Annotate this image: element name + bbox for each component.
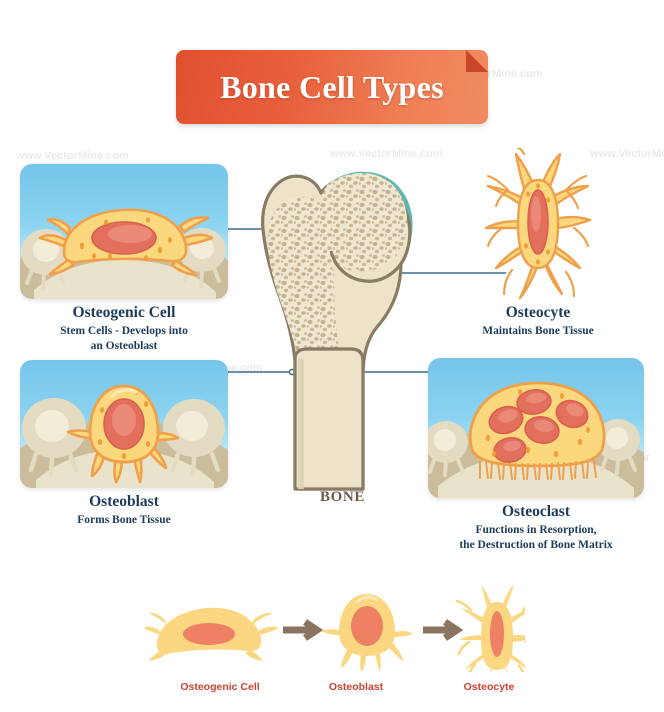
bone-ground-light <box>34 260 216 299</box>
osteocyte-illustration <box>484 148 592 300</box>
bone-shaft <box>293 347 365 491</box>
caption-subtitle-line: an Osteoblast <box>90 339 158 352</box>
flow-arrow <box>423 619 464 641</box>
flow-cell-osteogenic <box>145 607 279 661</box>
caption-subtitle: Functions in Resorption, the Destruction… <box>418 523 654 552</box>
flow-label-osteogenic-cell: Osteogenic Cell <box>180 681 260 693</box>
cytoplasm-granules <box>79 217 172 261</box>
title-banner: Bone Cell Types <box>176 50 488 124</box>
panel-osteoblast[interactable] <box>20 360 228 488</box>
femur-bone-illustration <box>261 171 413 491</box>
nuclei-group <box>488 389 589 463</box>
caption-title: Osteocyte <box>505 304 571 321</box>
neighbour-cells <box>428 419 640 477</box>
dendrite <box>518 258 540 300</box>
caption-subtitle-line: Maintains Bone Tissue <box>482 324 594 337</box>
page-title: Bone Cell Types <box>220 68 444 105</box>
bone-ground-light <box>36 450 214 488</box>
neighbour-cells <box>22 398 225 477</box>
caption-subtitle-line: Functions in Resorption, <box>475 523 597 536</box>
caption-subtitle: Forms Bone Tissue <box>20 513 228 528</box>
flow-cell-osteocyte <box>455 584 525 672</box>
flow-label-osteoblast: Osteoblast <box>328 681 384 693</box>
bone-label: BONE <box>320 489 365 505</box>
cell-highlight <box>110 388 138 398</box>
dendrite <box>550 215 592 230</box>
caption-osteocyte: Osteocyte Maintains Bone Tissue <box>428 304 648 339</box>
dendrite <box>548 184 590 208</box>
nucleus-highlight <box>531 196 541 232</box>
panel-osteoclast[interactable] <box>428 358 644 498</box>
dendrite <box>540 152 562 192</box>
osteogenic-cell-illustration <box>20 208 228 299</box>
caption-osteogenic-cell: Osteogenic Cell Stem Cells - Develops in… <box>20 304 228 353</box>
nuclei-highlights <box>498 392 584 452</box>
differentiation-flow <box>145 584 525 672</box>
bone-head-contour <box>329 250 409 283</box>
flow-label-osteocyte: Osteocyte <box>463 681 515 693</box>
cytoplasm-granules <box>524 183 550 265</box>
cell-processes <box>38 215 214 277</box>
flow-cell-osteoblast <box>321 594 413 672</box>
caption-subtitle: Maintains Bone Tissue <box>428 324 648 339</box>
nucleus-highlight <box>112 404 136 436</box>
caption-title: Osteogenic Cell <box>72 304 176 321</box>
panel-osteogenic-cell[interactable] <box>20 164 228 299</box>
caption-title: Osteoblast <box>89 493 159 510</box>
osteoblast-illustration <box>20 384 228 488</box>
cytoplasm-granules <box>485 389 590 458</box>
caption-subtitle-line: Forms Bone Tissue <box>77 513 171 526</box>
nucleus-highlight <box>108 225 152 243</box>
dendrite <box>514 152 536 190</box>
ruffled-border <box>479 460 597 480</box>
caption-title: Osteoclast <box>501 503 570 520</box>
caption-subtitle: Stem Cells - Develops into an Osteoblast <box>20 324 228 353</box>
dendrite <box>542 258 564 296</box>
dendrite <box>486 184 528 208</box>
flow-arrow <box>283 619 324 641</box>
caption-osteoblast: Osteoblast Forms Bone Tissue <box>20 493 228 528</box>
caption-subtitle-line: Stem Cells - Develops into <box>60 324 188 337</box>
osteoclast-illustration <box>428 381 644 498</box>
caption-subtitle-line: the Destruction of Bone Matrix <box>459 538 613 551</box>
caption-osteoclast: Osteoclast Functions in Resorption, the … <box>418 503 654 552</box>
